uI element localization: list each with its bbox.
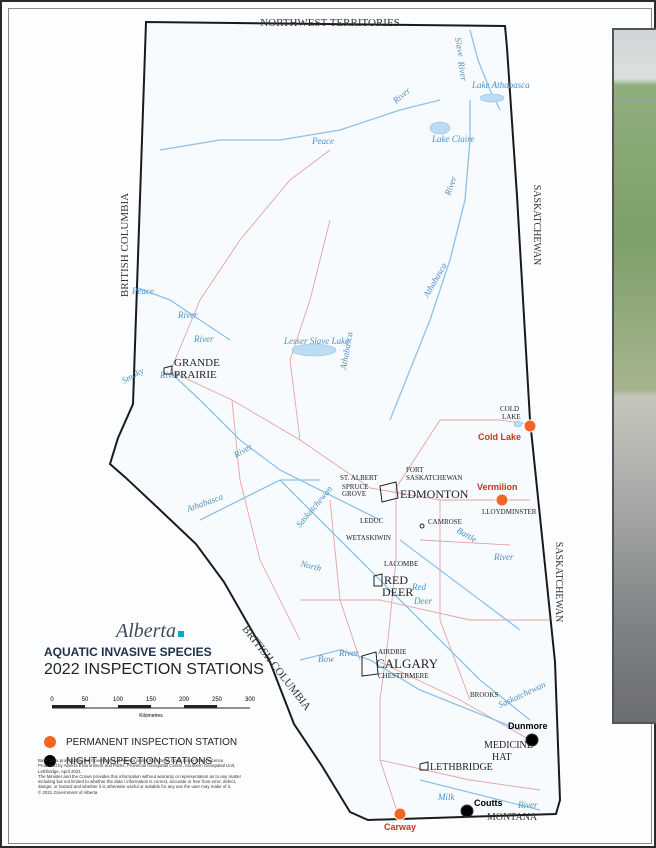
- station-label-coutts: Coutts: [474, 798, 503, 808]
- river-network: [137, 29, 541, 811]
- credit-line: Base Data provided by the Government of …: [38, 758, 225, 763]
- river-label: River: [177, 310, 198, 320]
- city-lloydminster: LLOYDMINSTER: [482, 508, 537, 516]
- city-airdrie: AIRDRIE: [378, 648, 406, 656]
- credit-line: The Minister and the Crown provides this…: [38, 773, 242, 790]
- lake-athabasca: [479, 93, 505, 103]
- province-shape: [108, 20, 562, 822]
- river-label: Milk: [437, 792, 455, 802]
- city-spruce-grove: SPRUCE: [342, 483, 368, 491]
- city-lacombe: LACOMBE: [384, 560, 418, 568]
- inspection-photo: [612, 28, 656, 724]
- label-east-lower: SASKATCHEWAN: [553, 542, 564, 623]
- river-label: Deer: [413, 596, 432, 606]
- scale-tick: 250: [212, 697, 223, 703]
- scale-tick: 300: [245, 697, 256, 703]
- road-network: [169, 149, 550, 815]
- river-label: Red: [411, 582, 426, 592]
- station-label-dunmore: Dunmore: [508, 721, 548, 731]
- lesser-slave-lake: [291, 343, 337, 357]
- legend-night-label: NIGHT INSPECTION STATIONS: [66, 755, 213, 767]
- lake-claire: [429, 121, 451, 135]
- city-wetaskiwin: WETASKIWIN: [346, 534, 391, 542]
- river-label: River: [193, 334, 214, 344]
- river-label: River: [456, 60, 469, 82]
- station-label-carway: Carway: [384, 822, 416, 832]
- city-outline: [373, 573, 383, 587]
- city-red-deer-2: DEER: [382, 585, 413, 599]
- river-label: Bow: [318, 654, 334, 664]
- city-outline: [419, 761, 429, 771]
- city-red-deer: RED: [384, 573, 408, 587]
- city-fort-sask-2: SASKATCHEWAN: [406, 474, 462, 482]
- city-dot: [419, 523, 425, 529]
- station-marker-dunmore: [525, 733, 539, 747]
- city-lethbridge: LETHBRIDGE: [430, 762, 493, 773]
- city-grande-prairie: GRANDE: [174, 357, 220, 369]
- station-marker-carway: [393, 807, 407, 821]
- scale-unit: Kilometres: [139, 713, 163, 719]
- city-outline: [361, 651, 379, 677]
- scale-tick: 0: [50, 697, 54, 703]
- river-label: River: [493, 552, 514, 562]
- city-fort-sask: FORT: [406, 466, 424, 474]
- inspection-stations: Cold Lake Vermilion Dunmore Coutts Carwa…: [384, 419, 548, 832]
- program-title: AQUATIC INVASIVE SPECIES: [44, 645, 212, 659]
- legend-night: NIGHT INSPECTION STATIONS: [44, 755, 274, 767]
- legend-permanent-label: PERMANENT INSPECTION STATION: [66, 736, 238, 748]
- scale-bar: 0 50 100 150 200 250 300 Kilometres: [50, 697, 255, 719]
- legend-permanent: PERMANENT INSPECTION STATION: [44, 736, 274, 748]
- city-medicine-hat: MEDICINE: [484, 740, 533, 751]
- river-label: River: [338, 648, 359, 658]
- photo-fence: [614, 100, 656, 101]
- lake-label: Lake Claire: [431, 134, 474, 144]
- city-outline: [379, 481, 399, 503]
- station-label-cold-lake: Cold Lake: [478, 432, 521, 442]
- scale-tick: 50: [82, 697, 89, 703]
- city-brooks: BROOKS: [470, 691, 499, 699]
- label-west: BRITISH COLUMBIA: [119, 193, 131, 297]
- station-marker-coutts: [460, 804, 474, 818]
- cold-lake-water: [513, 420, 523, 428]
- credits-text: Base Data provided by the Government of …: [38, 758, 248, 795]
- station-label-vermilion: Vermilion: [477, 482, 518, 492]
- lake-label: Lake Athabasca: [471, 80, 530, 90]
- legend: Alberta AQUATIC INVASIVE SPECIES 2022 IN…: [44, 620, 274, 767]
- permanent-station-swatch: [44, 736, 56, 748]
- scale-tick: 150: [146, 697, 157, 703]
- river-label: River: [517, 800, 538, 810]
- station-marker-vermilion: [495, 493, 509, 507]
- city-calgary: CALGARY: [376, 656, 439, 671]
- label-south: MONTANA: [487, 812, 538, 823]
- city-grande-prairie-2: PRAIRIE: [174, 369, 217, 381]
- map-title: 2022 INSPECTION STATIONS: [44, 661, 264, 678]
- city-spruce-grove-2: GROVE: [342, 490, 366, 498]
- city-medicine-hat-2: HAT: [492, 752, 511, 763]
- credit-line: Produced by Alberta Environment and Park…: [38, 763, 236, 774]
- city-edmonton: EDMONTON: [400, 487, 469, 501]
- lakes: [291, 93, 523, 428]
- city-outline: [163, 365, 173, 375]
- city-labels: GRANDE PRAIRIE EDMONTON ST. ALBERT SPRUC…: [163, 357, 537, 773]
- lake-label: Lesser Slave Lake: [283, 336, 349, 346]
- river-label: Peace: [131, 286, 154, 296]
- city-chestermere: CHESTERMERE: [378, 672, 429, 680]
- scale-tick: 200: [179, 697, 190, 703]
- city-leduc: LEDUC: [360, 517, 384, 525]
- label-east: SASKATCHEWAN: [531, 185, 542, 266]
- city-camrose: CAMROSE: [428, 518, 462, 526]
- station-marker-cold-lake: [523, 419, 537, 433]
- credit-line: © 2021 Government of Alberta: [38, 789, 98, 795]
- night-station-swatch: [44, 755, 56, 767]
- alberta-logo: Alberta: [116, 620, 274, 643]
- city-st-albert: ST. ALBERT: [340, 474, 378, 482]
- scale-tick: 100: [113, 697, 124, 703]
- river-label: River: [159, 370, 180, 380]
- river-label: Slave: [453, 37, 466, 58]
- river-label: Peace: [311, 136, 334, 146]
- label-north: NORTHWEST TERRITORIES: [260, 17, 400, 29]
- city-cold-lake-2: LAKE: [502, 413, 521, 421]
- city-cold-lake: COLD: [500, 405, 519, 413]
